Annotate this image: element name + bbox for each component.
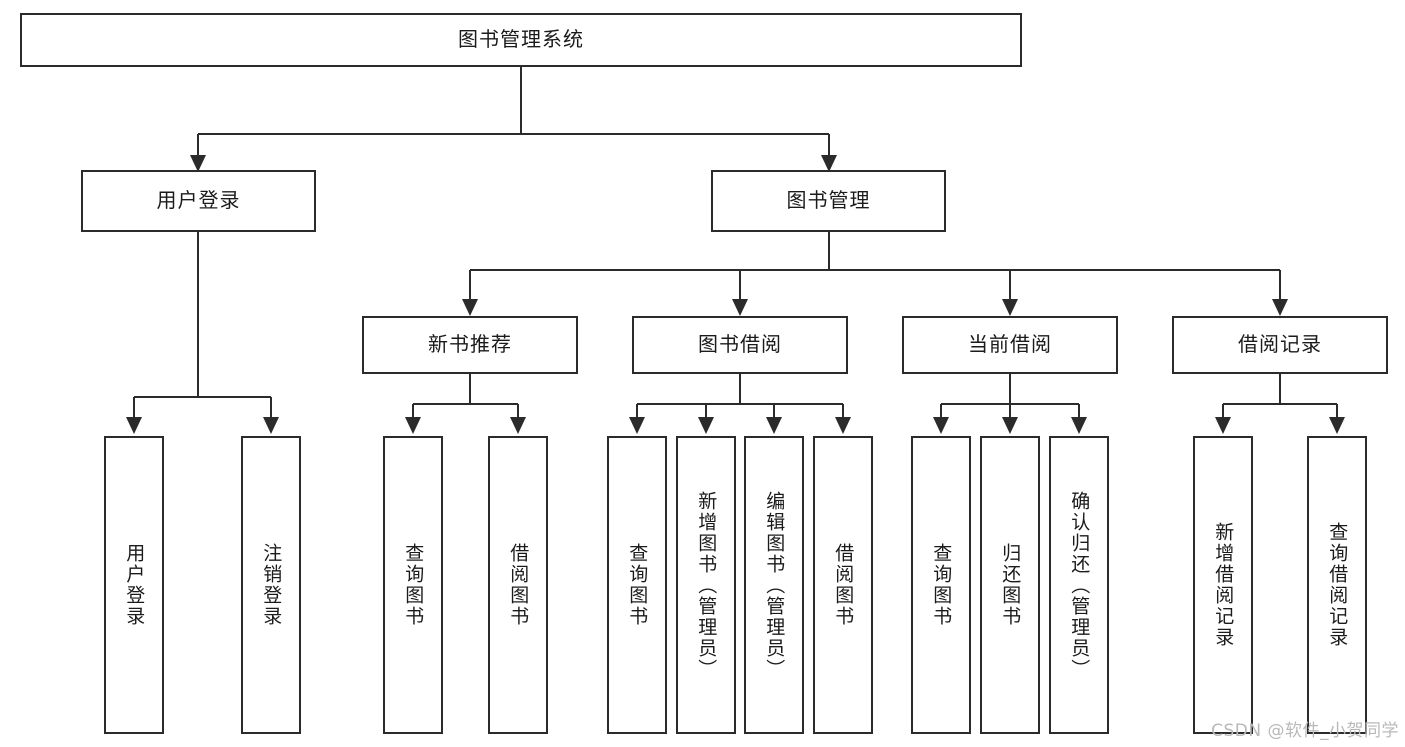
arrow-current-leaf-3 <box>1071 417 1087 434</box>
node-label: 查询图书 <box>930 543 953 627</box>
arrow-new-leaf-1 <box>405 417 421 434</box>
arrow-borrow-record <box>1272 299 1288 316</box>
node-label: 新书推荐 <box>428 332 512 357</box>
leaf-book-borrow-edit-book-admin[interactable]: 编辑图书（管理员） <box>744 436 804 734</box>
arrow-current-borrow <box>1002 299 1018 316</box>
node-user-login[interactable]: 用户登录 <box>81 170 316 232</box>
node-label: 编辑图书（管理员） <box>763 490 786 680</box>
arrow-borrow-leaf-2 <box>698 417 714 434</box>
csdn-watermark: CSDN @软件_小贺同学 <box>1211 721 1399 741</box>
leaf-book-borrow-borrow-book[interactable]: 借阅图书 <box>813 436 873 734</box>
node-label: 图书借阅 <box>698 332 782 357</box>
node-borrow-record[interactable]: 借阅记录 <box>1172 316 1388 374</box>
node-label: 图书管理系统 <box>458 27 584 52</box>
leaf-borrow-record-query-record[interactable]: 查询借阅记录 <box>1307 436 1367 734</box>
leaf-current-borrow-return-book[interactable]: 归还图书 <box>980 436 1040 734</box>
node-label: 归还图书 <box>999 543 1022 627</box>
leaf-book-borrow-add-book-admin[interactable]: 新增图书（管理员） <box>676 436 736 734</box>
node-book-management[interactable]: 图书管理 <box>711 170 946 232</box>
node-label: 图书管理 <box>786 188 871 213</box>
arrow-record-leaf-1 <box>1215 417 1231 434</box>
node-label: 查询图书 <box>402 543 425 627</box>
leaf-new-book-borrow-book[interactable]: 借阅图书 <box>488 436 548 734</box>
arrow-current-leaf-1 <box>933 417 949 434</box>
node-label: 查询图书 <box>626 543 649 627</box>
arrow-leaf-logout <box>263 417 279 434</box>
leaf-user-login-logout[interactable]: 注销登录 <box>241 436 301 734</box>
arrow-leaf-user-login <box>126 417 142 434</box>
node-label: 用户登录 <box>156 188 241 213</box>
node-label: 确认归还（管理员） <box>1068 490 1091 680</box>
node-label: 借阅图书 <box>507 543 530 627</box>
arrow-borrow-leaf-3 <box>766 417 782 434</box>
leaf-borrow-record-add-record[interactable]: 新增借阅记录 <box>1193 436 1253 734</box>
arrow-current-leaf-2 <box>1002 417 1018 434</box>
node-label: 用户登录 <box>123 543 146 627</box>
node-current-borrow[interactable]: 当前借阅 <box>902 316 1118 374</box>
leaf-user-login-login[interactable]: 用户登录 <box>104 436 164 734</box>
node-book-borrow[interactable]: 图书借阅 <box>632 316 848 374</box>
leaf-book-borrow-query-book[interactable]: 查询图书 <box>607 436 667 734</box>
arrow-borrow-leaf-4 <box>835 417 851 434</box>
node-label: 新增借阅记录 <box>1212 522 1235 648</box>
leaf-new-book-query-book[interactable]: 查询图书 <box>383 436 443 734</box>
node-new-book-recommend[interactable]: 新书推荐 <box>362 316 578 374</box>
leaf-current-borrow-query-book[interactable]: 查询图书 <box>911 436 971 734</box>
node-label: 注销登录 <box>260 543 283 627</box>
arrow-borrow-leaf-1 <box>629 417 645 434</box>
node-label: 查询借阅记录 <box>1326 522 1349 648</box>
arrow-book-borrow <box>732 299 748 316</box>
node-label: 借阅记录 <box>1238 332 1322 357</box>
leaf-current-borrow-confirm-return-admin[interactable]: 确认归还（管理员） <box>1049 436 1109 734</box>
arrow-record-leaf-2 <box>1329 417 1345 434</box>
node-label: 新增图书（管理员） <box>695 490 718 680</box>
arrow-new-leaf-2 <box>510 417 526 434</box>
node-root-book-management-system[interactable]: 图书管理系统 <box>20 13 1022 67</box>
arrow-new-book <box>462 299 478 316</box>
node-label: 借阅图书 <box>832 543 855 627</box>
node-label: 当前借阅 <box>968 332 1052 357</box>
